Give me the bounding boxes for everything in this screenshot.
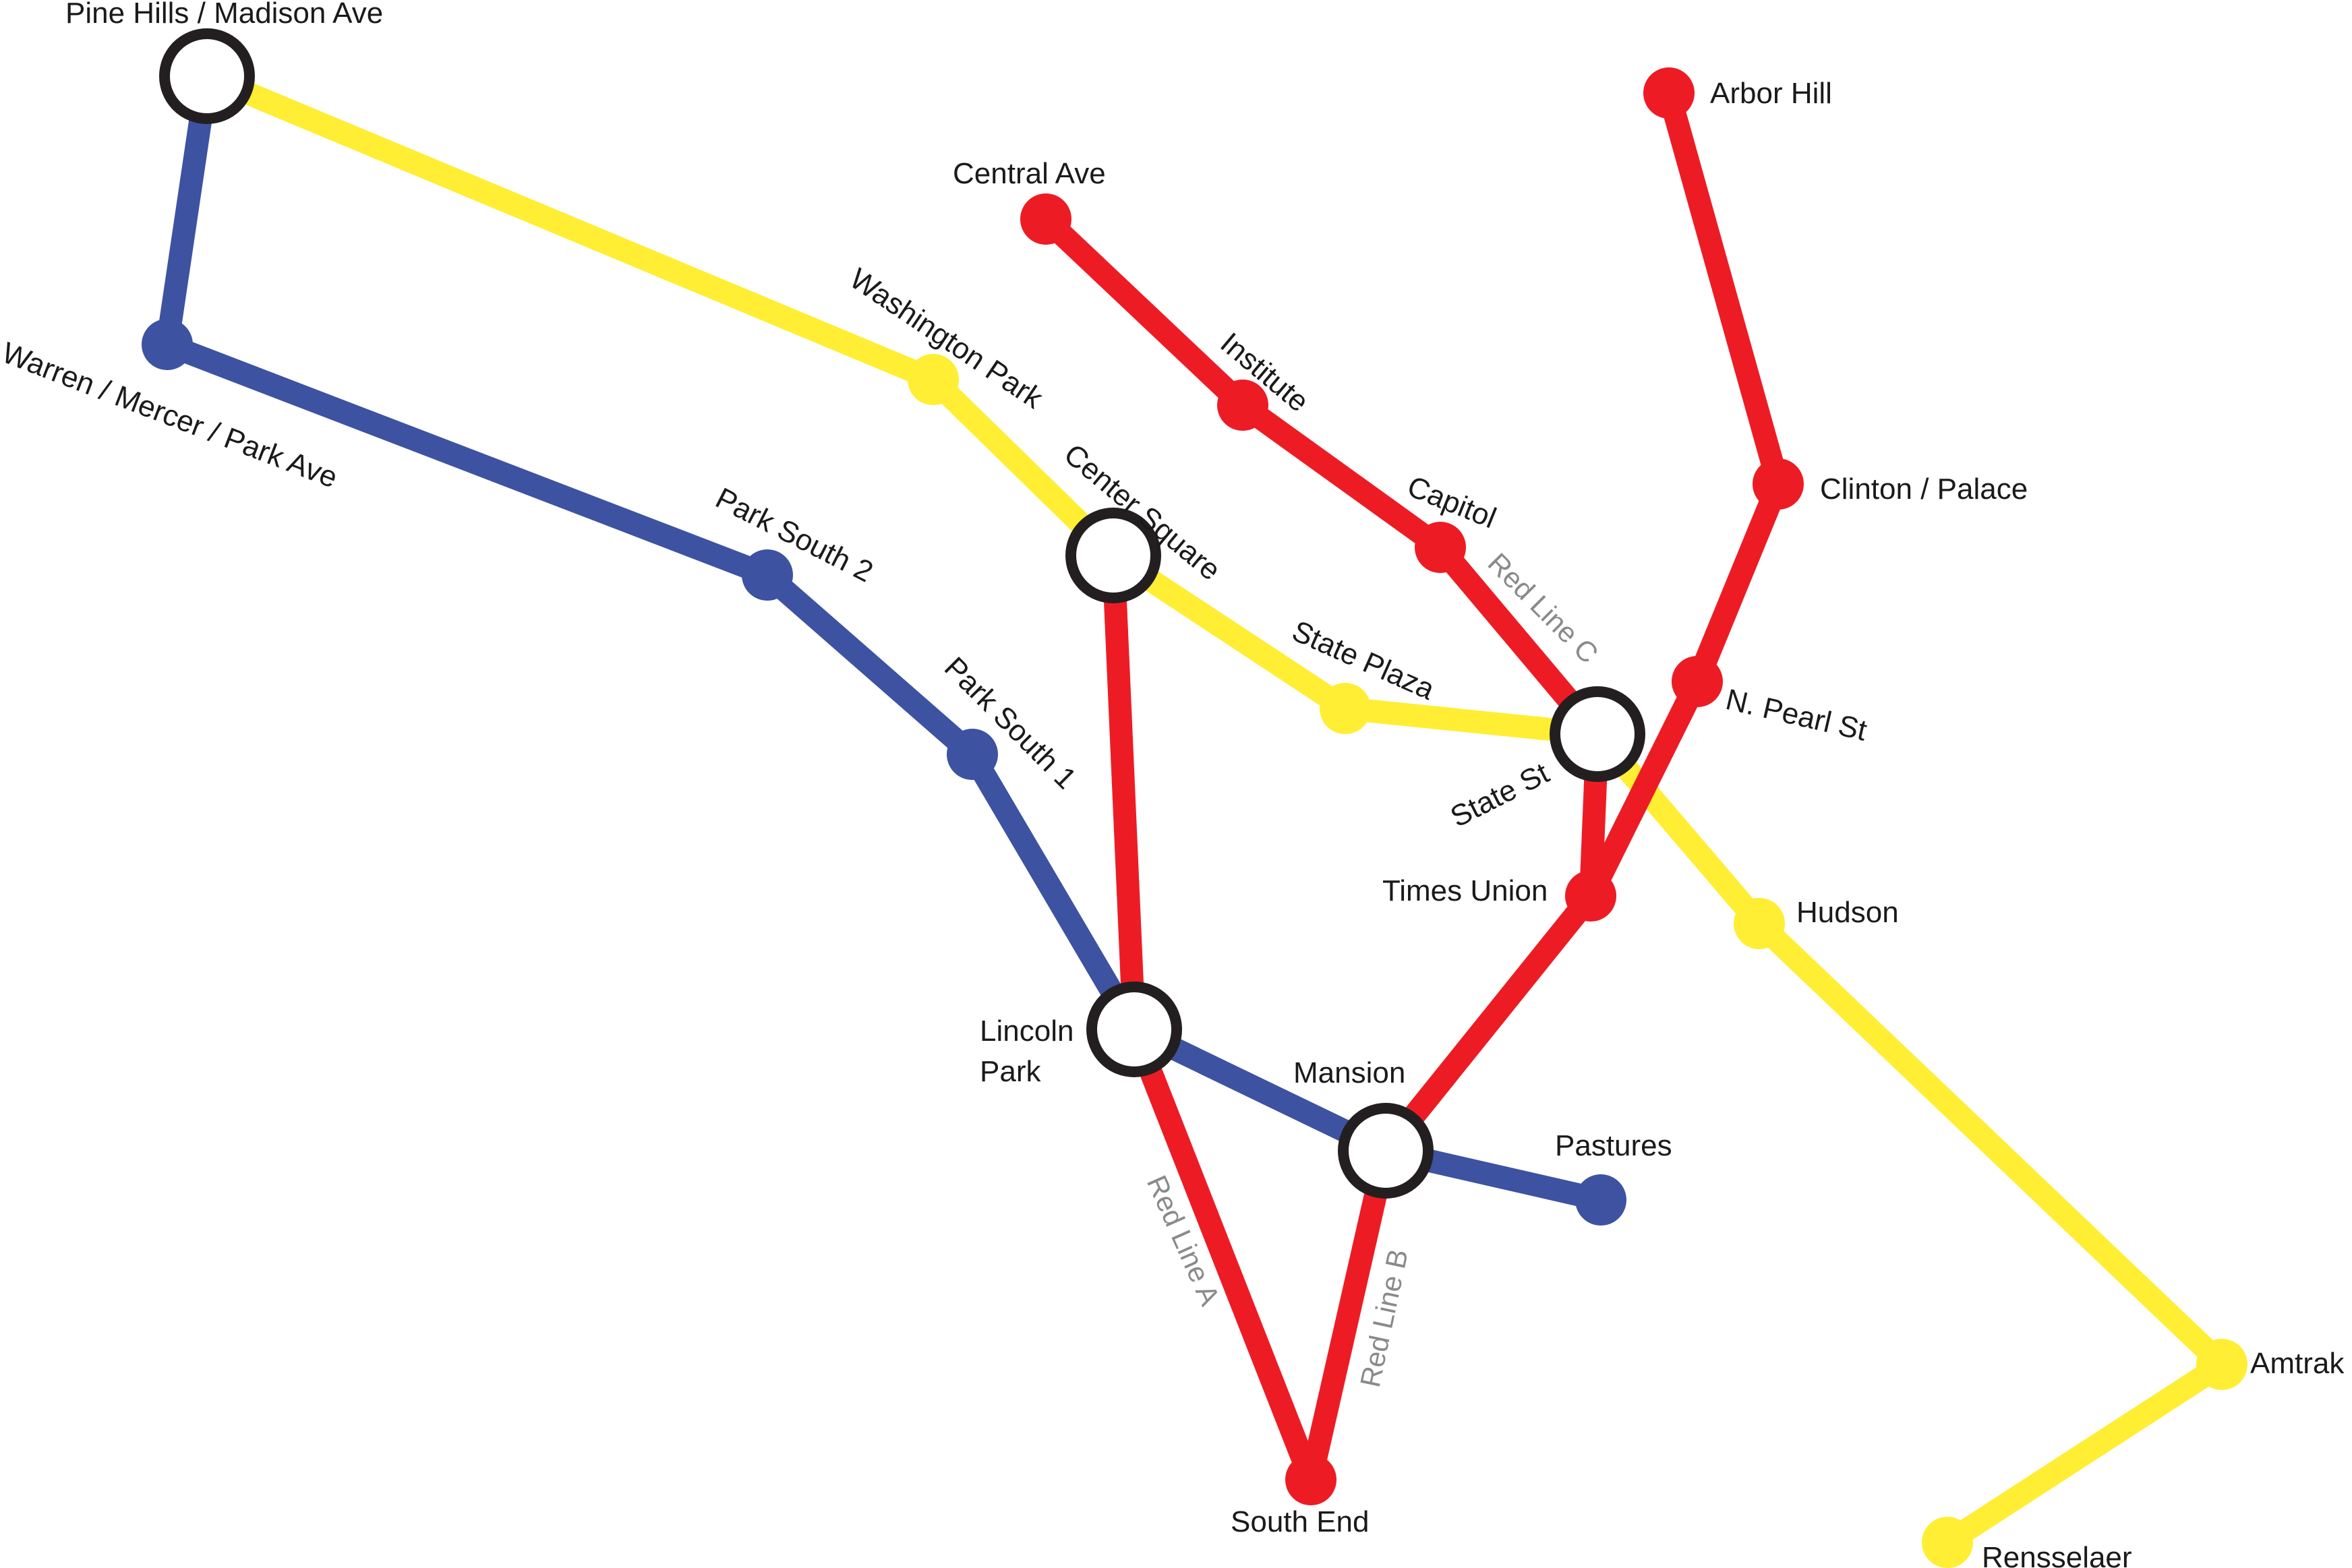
station-dot-south-end[interactable] [1285,1454,1336,1505]
station-dot-central-ave[interactable] [1020,193,1071,245]
label-arbor-hill: Arbor Hill [1710,77,1832,110]
label-lincoln-park-2: Park [980,1055,1041,1088]
label-times-union: Times Union [1382,874,1548,907]
interchange-center-square[interactable] [1065,508,1161,603]
station-dot-clinton-palace[interactable] [1753,458,1804,510]
station-dot-arbor-hill[interactable] [1643,67,1695,119]
station-dot-park-south-1[interactable] [947,729,998,780]
interchange-lincoln-park[interactable] [1086,982,1182,1077]
label-amtrak: Amtrak [2250,1347,2345,1380]
station-dot-hudson[interactable] [1734,898,1785,949]
interchange-mansion[interactable] [1338,1103,1434,1199]
station-dot-state-plaza[interactable] [1320,683,1371,734]
yellow-line [196,65,2233,1554]
station-dot-rensselaer[interactable] [1922,1517,1973,1568]
blue-line [156,65,1612,1211]
interchange-state-st[interactable] [1550,686,1645,782]
station-dot-warren[interactable] [142,319,193,370]
label-pine-hills: Pine Hills / Madison Ave [65,0,383,30]
stations [142,28,2247,1568]
label-clinton-palace: Clinton / Palace [1820,473,2028,506]
label-pastures: Pastures [1555,1129,1672,1162]
label-mansion: Mansion [1293,1056,1405,1089]
label-n-pearl: N. Pearl St [1723,683,1870,748]
station-dot-amtrak[interactable] [2196,1339,2247,1390]
label-hudson: Hudson [1796,896,1899,929]
interchange-pine-hills[interactable] [159,28,255,124]
station-dot-capitol[interactable] [1415,522,1466,573]
station-dot-n-pearl[interactable] [1672,656,1723,707]
red-line-b [1299,82,1790,1491]
station-dot-park-south-2[interactable] [742,549,793,601]
label-rensselaer: Rensselaer [1982,1541,2132,1568]
label-south-end: South End [1231,1505,1370,1538]
label-state-st: State St [1445,756,1554,834]
label-lincoln-park-1: Lincoln [980,1015,1074,1048]
station-dot-institute[interactable] [1217,380,1268,431]
station-dot-washington-park[interactable] [908,354,959,405]
label-central-ave: Central Ave [953,157,1106,190]
station-dot-pastures[interactable] [1575,1174,1626,1226]
station-dot-times-union[interactable] [1565,870,1616,922]
